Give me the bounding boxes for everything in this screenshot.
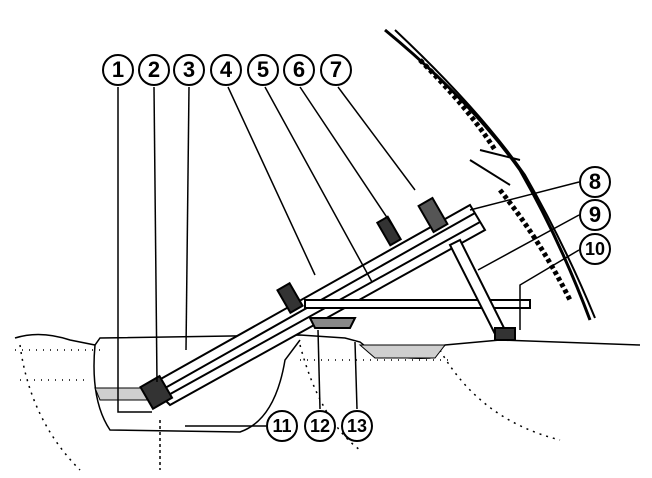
dish — [384, 28, 596, 321]
support-frame — [304, 238, 531, 341]
callout-12: 12 — [304, 410, 336, 442]
callout-4: 4 — [210, 54, 242, 86]
ground — [14, 333, 641, 471]
callout-7: 7 — [320, 54, 352, 86]
callout-5: 5 — [247, 54, 279, 86]
callout-8: 8 — [579, 166, 611, 198]
callout-9: 9 — [579, 199, 611, 231]
callout-1: 1 — [102, 54, 134, 86]
callout-2: 2 — [138, 54, 170, 86]
water-ditch-right — [358, 344, 447, 359]
callout-3: 3 — [173, 54, 205, 86]
callout-11: 11 — [266, 410, 298, 442]
callout-10: 10 — [579, 233, 611, 265]
callout-6: 6 — [283, 54, 315, 86]
leader-lines — [117, 86, 580, 470]
callout-13: 13 — [341, 410, 373, 442]
